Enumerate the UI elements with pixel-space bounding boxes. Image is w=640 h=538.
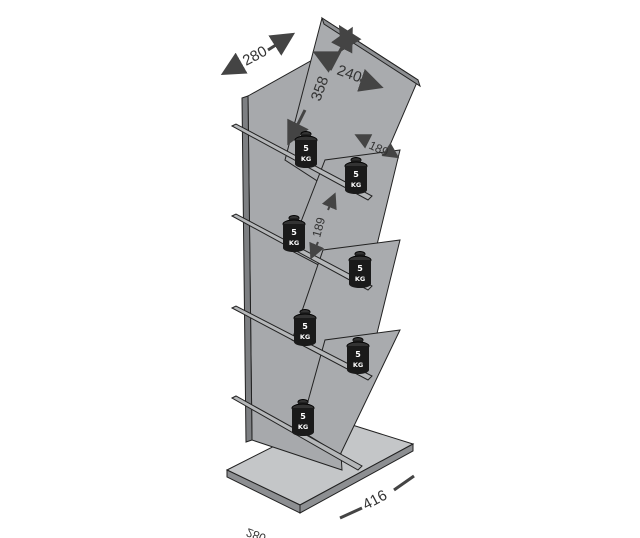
weight-value: 5: [300, 412, 306, 421]
weight-unit: KG: [301, 155, 311, 163]
weight-5kg: 5KG: [346, 337, 370, 374]
weight-5kg: 5KG: [344, 157, 368, 194]
weight-value: 5: [303, 144, 309, 153]
dim-base-depth: 280: [244, 525, 268, 538]
weight-value: 5: [357, 264, 363, 273]
weight-unit: KG: [300, 333, 310, 341]
weight-value: 5: [291, 228, 297, 237]
weight-value: 5: [353, 170, 359, 179]
weight-unit: KG: [298, 423, 308, 431]
weight-5kg: 5KG: [294, 131, 318, 168]
weight-value: 5: [355, 350, 361, 359]
weight-value: 5: [302, 322, 308, 331]
weight-unit: KG: [353, 361, 363, 369]
weight-unit: KG: [351, 181, 361, 189]
weight-unit: KG: [355, 275, 365, 283]
weight-5kg: 5KG: [293, 309, 317, 346]
dim-depth-top: 280: [240, 43, 270, 70]
weight-5kg: 5KG: [348, 251, 372, 288]
dim-base-width: 416: [360, 487, 390, 514]
weight-5kg: 5KG: [291, 399, 315, 436]
weight-unit: KG: [289, 239, 299, 247]
weight-5kg: 5KG: [282, 215, 306, 252]
dim-shelf-height: 189: [309, 215, 328, 238]
dimension-arrows: [220, 24, 415, 520]
